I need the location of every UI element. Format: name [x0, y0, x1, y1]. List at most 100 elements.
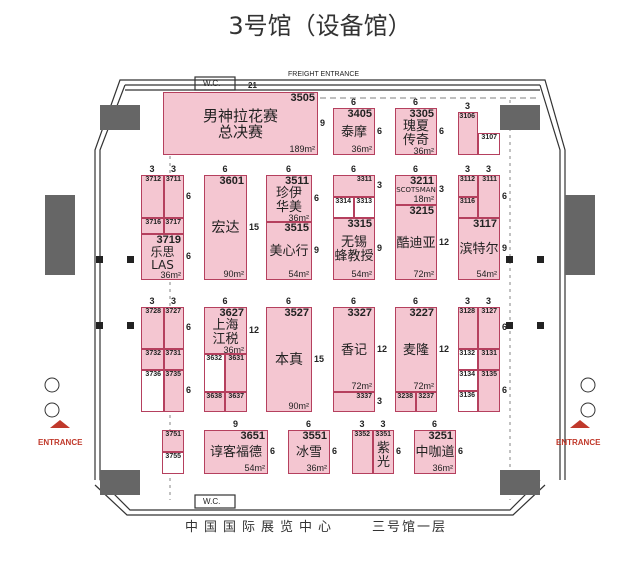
- booth-number: 3712: [145, 176, 161, 183]
- booth-depth-dimension: 3: [439, 184, 445, 194]
- entrance-right-label[interactable]: ENTRANCE: [556, 438, 601, 447]
- booth-3136[interactable]: 3136: [458, 391, 478, 412]
- booth-3716[interactable]: 3716: [141, 218, 164, 234]
- booth-3632[interactable]: 3632: [204, 354, 225, 392]
- booth-3732[interactable]: 3732: [141, 349, 164, 370]
- booth-exhibitor-name: [205, 363, 224, 391]
- booth-3107[interactable]: 3107: [478, 133, 500, 155]
- booth-area: 36m²: [351, 144, 372, 154]
- booth-exhibitor-name: [459, 379, 477, 390]
- booth-width-dimension: 6: [413, 164, 419, 174]
- booth-3238[interactable]: 3238: [395, 392, 416, 412]
- booth-exhibitor-name: 上海江税: [205, 319, 246, 346]
- booth-3116[interactable]: 3116: [458, 197, 478, 218]
- booth-exhibitor-name: [459, 358, 477, 369]
- booth-3131[interactable]: 3131: [478, 349, 500, 370]
- booth-exhibitor-name: [165, 227, 183, 233]
- booth-3112[interactable]: 3112: [458, 175, 478, 197]
- booth-3135[interactable]: 3135: [478, 370, 500, 412]
- booth-3711[interactable]: 3711: [164, 175, 184, 218]
- booth-3755[interactable]: 3755: [162, 452, 184, 474]
- booth-3134[interactable]: 3134: [458, 370, 478, 391]
- booth-depth-dimension: 3: [377, 180, 383, 190]
- booth-number: 3631: [228, 355, 244, 362]
- booth-3111[interactable]: 3111: [478, 175, 500, 218]
- booth-3731[interactable]: 3731: [164, 349, 184, 370]
- booth-depth-dimension: 6: [332, 446, 338, 456]
- booth-number: 3511: [285, 175, 309, 187]
- booth-exhibitor-name: [142, 379, 163, 411]
- booth-3132[interactable]: 3132: [458, 349, 478, 370]
- booth-exhibitor-name: [459, 400, 477, 411]
- booth-exhibitor-name-line: 泰摩: [340, 124, 367, 140]
- booth-number: 3106: [459, 113, 475, 120]
- booth-exhibitor-name: 无锡蜂教授: [334, 230, 374, 270]
- booth-3717[interactable]: 3717: [164, 218, 184, 234]
- booth-number: 3251: [428, 430, 453, 442]
- booth-width-dimension: 9: [233, 419, 239, 429]
- entrance-left-label[interactable]: ENTRANCE: [38, 438, 83, 447]
- booth-depth-dimension: 12: [249, 324, 260, 335]
- booth-3337[interactable]: 3337: [333, 392, 375, 412]
- booth-number: 3107: [481, 134, 497, 141]
- booth-3727[interactable]: 3727: [164, 307, 184, 349]
- booth-3311[interactable]: 3311: [333, 175, 375, 197]
- booth-3237[interactable]: 3237: [416, 392, 437, 412]
- booth-area: 54m²: [351, 269, 372, 279]
- booth-3712[interactable]: 3712: [141, 175, 164, 218]
- booth-exhibitor-name: [355, 206, 374, 217]
- booth-3631[interactable]: 3631: [225, 354, 247, 392]
- freight-entrance-label[interactable]: FREIGHT ENTRANCE: [288, 71, 360, 78]
- booth-3128[interactable]: 3128: [458, 307, 478, 349]
- booth-3405[interactable]: 3405 泰摩 36m²: [333, 108, 375, 155]
- booth-number: 3638: [206, 393, 222, 400]
- booth-3728[interactable]: 3728: [141, 307, 164, 349]
- booth-width-dimension: 6: [413, 296, 419, 306]
- booth-3106[interactable]: 3106: [458, 112, 478, 155]
- booth-area: 36m²: [288, 213, 309, 224]
- booth-3352[interactable]: 3352: [352, 430, 373, 474]
- booth-number: 3527: [284, 307, 309, 319]
- booth-width-dimension: 6: [286, 164, 292, 174]
- booth-number: 3601: [219, 175, 244, 187]
- booth-exhibitor-name: [479, 379, 499, 411]
- booth-3313[interactable]: 3313: [354, 197, 375, 218]
- booth-exhibitor-name: [334, 206, 353, 217]
- booth-3314[interactable]: 3314: [333, 197, 354, 218]
- booth-3127[interactable]: 3127: [478, 307, 500, 349]
- booth-3736[interactable]: 3736: [141, 370, 164, 412]
- booth-depth-dimension: 6: [458, 446, 464, 456]
- booth-number: 3405: [347, 108, 372, 120]
- booth-3638[interactable]: 3638: [204, 392, 225, 412]
- booth-3735[interactable]: 3735: [164, 370, 184, 412]
- booth-exhibitor-name: [459, 206, 477, 217]
- booth-depth-dimension: 6: [186, 385, 192, 395]
- booth-exhibitor-name: 香记: [334, 319, 374, 382]
- booth-3637[interactable]: 3637: [225, 392, 247, 412]
- booth-exhibitor-name: [142, 227, 163, 233]
- booth-area: 189m²: [289, 144, 315, 154]
- booth-3751[interactable]: 3751: [162, 430, 184, 452]
- booth-number: 3136: [459, 392, 475, 399]
- booth-exhibitor-name: [353, 439, 372, 473]
- booth-width-dimension: 3: [149, 296, 155, 306]
